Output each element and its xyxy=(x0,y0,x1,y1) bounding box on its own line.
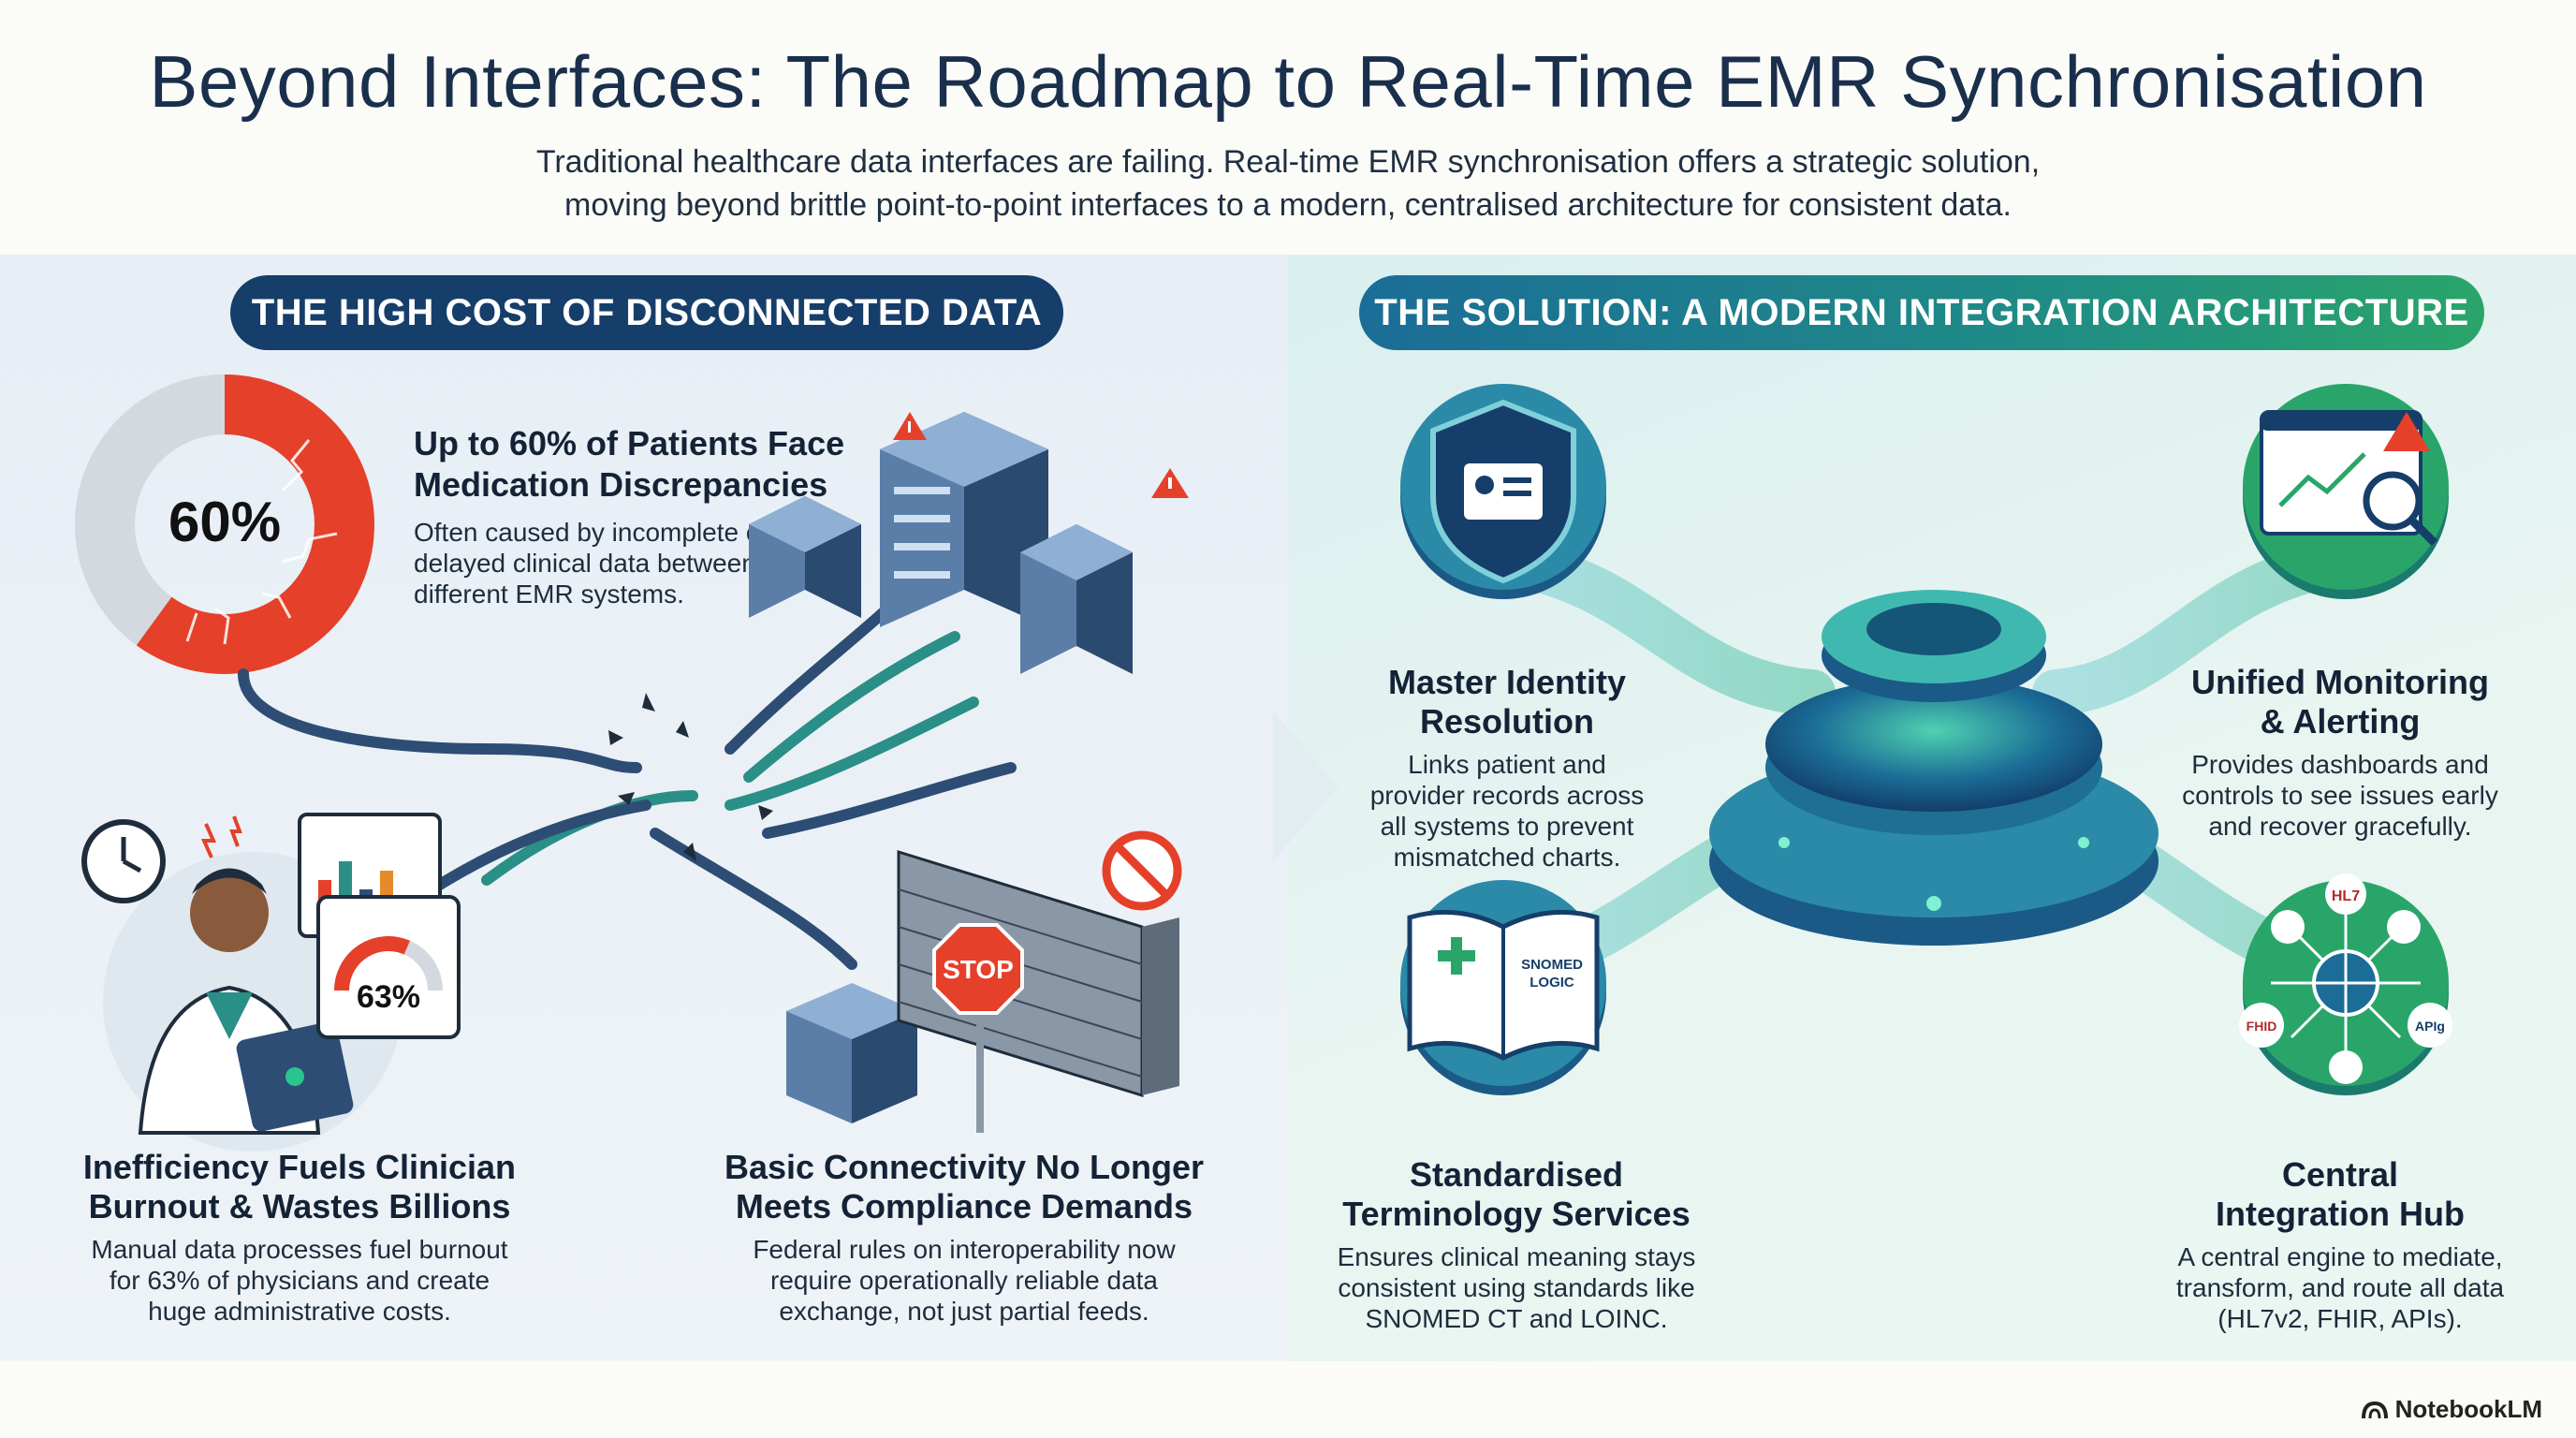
identity-heading-line-1: Master Identity xyxy=(1387,663,1627,701)
donut-crack-lines xyxy=(185,439,338,645)
burnout-heading-line-2: Burnout & Wastes Billions xyxy=(88,1187,511,1225)
server-small-right-icon xyxy=(1020,524,1133,674)
terminology-heading-line-1: Standardised xyxy=(1409,1155,1624,1194)
broken-connections-illustration xyxy=(238,412,1189,979)
warning-icon xyxy=(1151,468,1189,498)
hub-description-line-2: transform, and route all data xyxy=(2175,1273,2505,1302)
discrepancy-heading: Up to 60% of Patients Face Medication Di… xyxy=(414,423,844,506)
book-label-line-2: LOGIC xyxy=(1530,975,1574,990)
identity-description-line-2: provider records across xyxy=(1369,781,1645,810)
hub-heading-line-1: Central xyxy=(2281,1155,2399,1194)
hub-heading: Central Integration Hub xyxy=(2144,1155,2537,1234)
burnout-description: Manual data processes fuel burnout for 6… xyxy=(28,1234,571,1327)
compliance-heading-line-2: Meets Compliance Demands xyxy=(735,1187,1193,1225)
header: Beyond Interfaces: The Roadmap to Real-T… xyxy=(0,0,2576,255)
discrepancy-donut-chart: 60% xyxy=(75,374,374,674)
hub-tag-hl7: HL7 xyxy=(2332,888,2360,904)
compliance-heading-line-1: Basic Connectivity No Longer xyxy=(724,1148,1205,1186)
stress-icon xyxy=(200,815,242,858)
identity-description-line-3: all systems to prevent xyxy=(1380,812,1634,841)
compliance-heading: Basic Connectivity No Longer Meets Compl… xyxy=(683,1148,1245,1226)
stop-sign-label: STOP xyxy=(943,955,1014,984)
discrepancy-heading-line-2: Medication Discrepancies xyxy=(414,465,828,504)
gauge-value: 63% xyxy=(357,979,420,1015)
burnout-heading-line-1: Inefficiency Fuels Clinician xyxy=(82,1148,517,1186)
notebooklm-logo-icon xyxy=(2361,1401,2388,1418)
stop-sign-icon: STOP xyxy=(932,923,1024,1133)
identity-description-line-1: Links patient and xyxy=(1408,750,1606,779)
central-hub-icon xyxy=(1709,590,2159,946)
hub-heading-line-2: Integration Hub xyxy=(2216,1195,2465,1233)
compliance-wall-illustration: STOP xyxy=(786,830,1182,1133)
subtitle-line-1: Traditional healthcare data interfaces a… xyxy=(535,144,2041,180)
hub-description-line-1: A central engine to mediate, xyxy=(2177,1242,2503,1271)
solution-section-label: THE SOLUTION: A MODERN INTEGRATION ARCHI… xyxy=(1359,275,2484,350)
discrepancy-description-line-2: delayed clinical data between xyxy=(414,549,756,578)
integration-hub-icon: HL7 FHID APIg xyxy=(2239,873,2452,1095)
burnout-gauge: 63% xyxy=(316,895,461,1039)
identity-heading-line-2: Resolution xyxy=(1420,702,1594,741)
monitoring-dashboard-icon xyxy=(2243,384,2449,599)
terminology-description-line-1: Ensures clinical meaning stays xyxy=(1337,1242,1696,1271)
monitoring-description-line-1: Provides dashboards and xyxy=(2191,750,2489,779)
problems-section-label: THE HIGH COST OF DISCONNECTED DATA xyxy=(230,275,1063,350)
subtitle-line-2: moving beyond brittle point-to-point int… xyxy=(564,187,2012,223)
terminology-heading-line-2: Terminology Services xyxy=(1342,1195,1690,1233)
monitoring-heading: Unified Monitoring & Alerting xyxy=(2144,663,2537,741)
book-label-line-1: SNOMED xyxy=(1521,957,1583,973)
warning-icon xyxy=(893,412,927,440)
monitoring-description: Provides dashboards and controls to see … xyxy=(2144,749,2537,842)
panel-arrow-icon xyxy=(1273,712,1339,861)
terminology-description-line-2: consistent using standards like xyxy=(1338,1273,1695,1302)
monitoring-description-line-2: controls to see issues early xyxy=(2182,781,2498,810)
compliance-description-line-1: Federal rules on interoperability now xyxy=(753,1235,1176,1264)
compliance-description-line-3: exchange, not just partial feeds. xyxy=(779,1297,1149,1326)
server-block-icon xyxy=(786,983,917,1123)
monitoring-heading-line-2: & Alerting xyxy=(2260,702,2421,741)
server-small-left-icon xyxy=(749,496,861,618)
compliance-description-line-2: require operationally reliable data xyxy=(769,1266,1159,1295)
tablet-icon xyxy=(236,1021,354,1132)
hub-description-line-3: (HL7v2, FHIR, APIs). xyxy=(2217,1304,2463,1333)
discrepancy-description-line-1: Often caused by incomplete or xyxy=(414,518,769,547)
terminology-heading: Standardised Terminology Services xyxy=(1310,1155,1722,1234)
monitoring-heading-line-1: Unified Monitoring xyxy=(2191,663,2489,701)
burnout-description-line-1: Manual data processes fuel burnout xyxy=(91,1235,508,1264)
monitoring-description-line-3: and recover gracefully. xyxy=(2208,812,2472,841)
donut-value: 60% xyxy=(168,491,281,553)
gauge-fill xyxy=(334,936,411,991)
footer-brand: NotebookLM xyxy=(2361,1395,2542,1424)
hub-tag-fhir: FHID xyxy=(2247,1019,2277,1034)
discrepancy-heading-line-1: Up to 60% of Patients Face xyxy=(414,424,845,462)
prohibited-icon xyxy=(1102,830,1182,911)
identity-shield-icon xyxy=(1400,384,1606,599)
burnout-description-line-2: for 63% of physicians and create xyxy=(109,1266,490,1295)
cable-lines xyxy=(238,575,1017,979)
hub-tag-api: APIg xyxy=(2415,1019,2445,1034)
terminology-book-icon: SNOMED LOGIC xyxy=(1400,880,1606,1095)
terminology-description-line-3: SNOMED CT and LOINC. xyxy=(1365,1304,1668,1333)
discrepancy-description-line-3: different EMR systems. xyxy=(414,580,684,609)
identity-heading: Master Identity Resolution xyxy=(1329,663,1685,741)
footer-brand-label: NotebookLM xyxy=(2394,1395,2542,1423)
clock-icon xyxy=(81,819,166,903)
footer: NotebookLM xyxy=(0,1361,2576,1438)
terminology-description: Ensures clinical meaning stays consisten… xyxy=(1310,1241,1722,1334)
identity-description-line-4: mismatched charts. xyxy=(1393,843,1621,872)
page-subtitle: Traditional healthcare data interfaces a… xyxy=(0,140,2576,227)
identity-description: Links patient and provider records acros… xyxy=(1329,749,1685,873)
compliance-description: Federal rules on interoperability now re… xyxy=(683,1234,1245,1327)
broken-cable-sparks xyxy=(608,693,773,861)
page-title: Beyond Interfaces: The Roadmap to Real-T… xyxy=(149,40,2427,123)
hub-description: A central engine to mediate, transform, … xyxy=(2144,1241,2537,1334)
burnout-heading: Inefficiency Fuels Clinician Burnout & W… xyxy=(28,1148,571,1226)
burnout-description-line-3: huge administrative costs. xyxy=(148,1297,451,1326)
integration-architecture-diagram: SNOMED LOGIC HL7 FHID APIg xyxy=(1400,384,2452,1095)
discrepancy-description: Often caused by incomplete or delayed cl… xyxy=(414,517,769,609)
